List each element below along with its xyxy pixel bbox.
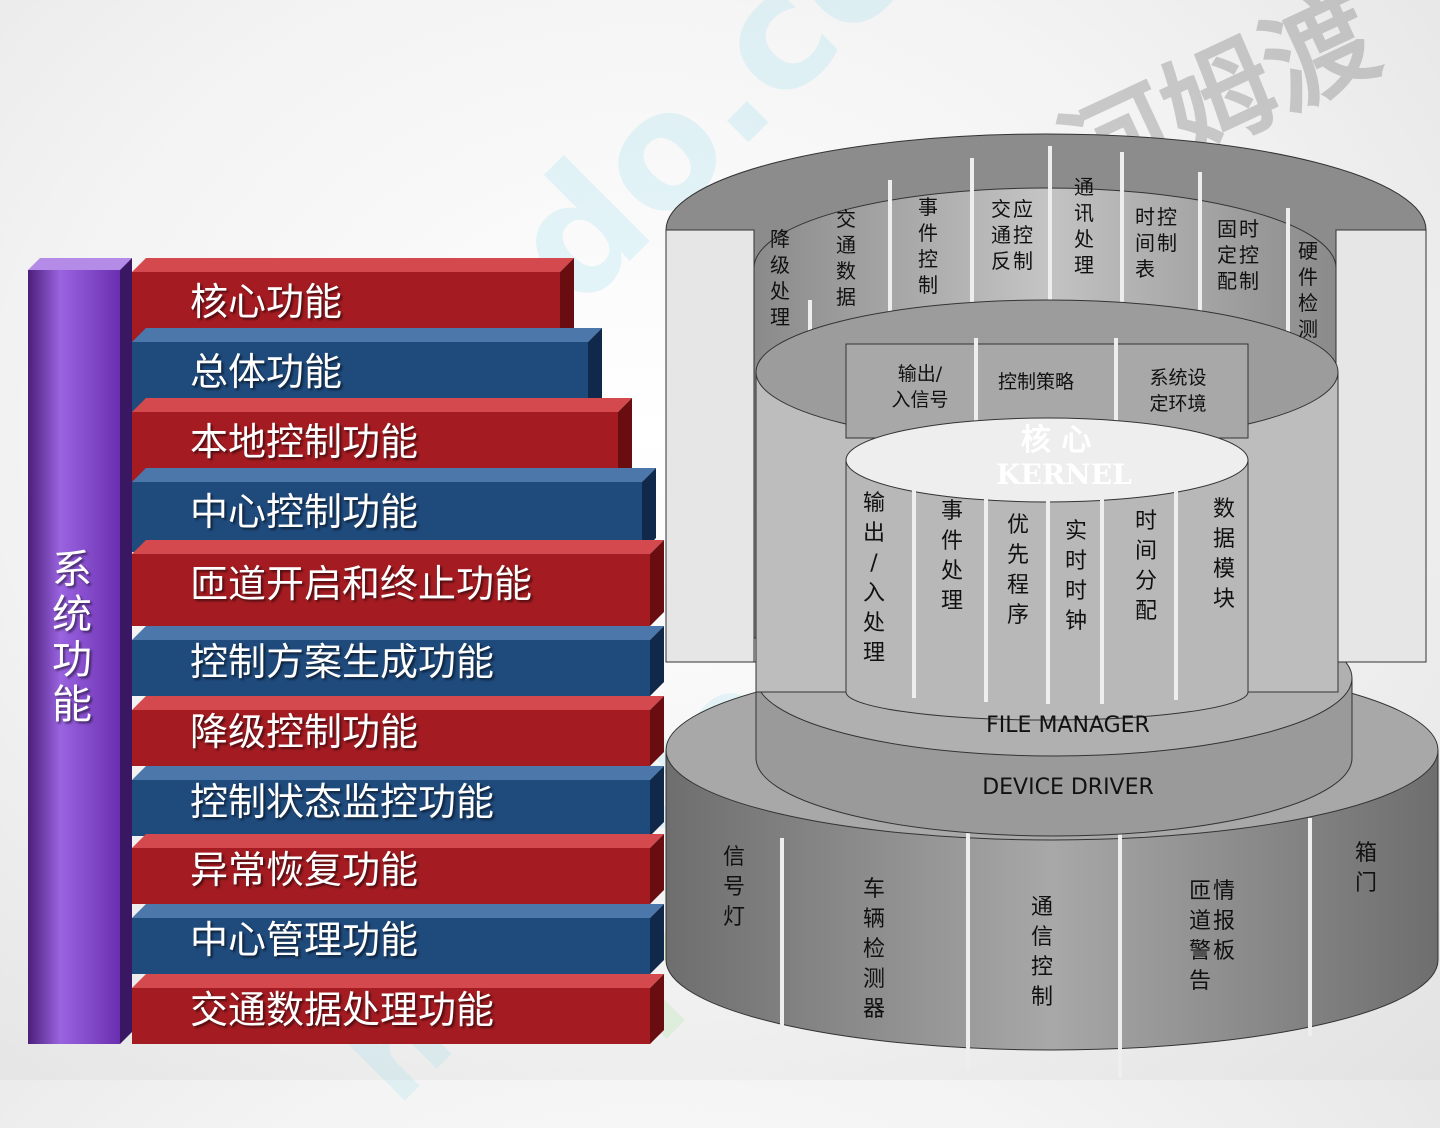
function-step-label: 中心控制功能 bbox=[190, 490, 419, 534]
function-step-label: 控制方案生成功能 bbox=[190, 640, 495, 684]
base-module-label: 车辆检测器 bbox=[863, 877, 885, 1022]
pillar-label: 系统功能 bbox=[44, 548, 100, 728]
kernel-module-label: 输出/入处理 bbox=[863, 491, 885, 666]
middle-module-label: 控制策略 bbox=[998, 371, 1074, 393]
outer-module-label: 硬件检测 bbox=[1298, 239, 1318, 341]
outer-module-label: 时间表控制 bbox=[1135, 205, 1177, 281]
step-shape bbox=[132, 904, 664, 974]
step-shape bbox=[132, 834, 664, 904]
outer-module-label: 交通数据 bbox=[836, 207, 856, 309]
outer-module-label: 事件控制 bbox=[918, 195, 938, 297]
kernel-module-label: 时间分配 bbox=[1135, 509, 1157, 624]
function-step: 交通数据处理功能 bbox=[132, 974, 664, 1044]
kernel-cn-label: 核 心 bbox=[1021, 423, 1091, 458]
middle-module-label: 系统设定环境 bbox=[1149, 367, 1206, 415]
step-shape bbox=[132, 626, 664, 696]
function-step-label: 控制状态监控功能 bbox=[190, 780, 495, 824]
outer-module-label: 降级处理 bbox=[770, 227, 790, 329]
system-function-pillar bbox=[28, 258, 132, 1044]
device-driver-label: DEVICE DRIVER bbox=[982, 775, 1154, 800]
kernel-module-label: 优先程序 bbox=[1007, 513, 1029, 628]
step-shape bbox=[132, 766, 664, 836]
base-module-label: 箱门 bbox=[1355, 841, 1377, 896]
function-step: 中心管理功能 bbox=[132, 904, 664, 974]
kernel-layer bbox=[845, 417, 1249, 721]
step-shape bbox=[132, 696, 664, 766]
function-step: 匝道开启和终止功能 bbox=[132, 540, 664, 626]
pillar-label-char: 能 bbox=[52, 682, 92, 728]
function-step-label: 本地控制功能 bbox=[190, 420, 419, 464]
kernel-en-label: KERNEL bbox=[996, 458, 1132, 491]
outer-module-label: 通讯处理 bbox=[1074, 175, 1094, 277]
base-module-label: 信号灯 bbox=[723, 845, 745, 930]
function-step-label: 降级控制功能 bbox=[190, 710, 419, 754]
function-step-label: 异常恢复功能 bbox=[190, 848, 419, 892]
pillar-label-char: 统 bbox=[52, 592, 92, 638]
function-step-label: 匝道开启和终止功能 bbox=[190, 562, 533, 606]
step-shape bbox=[132, 974, 664, 1044]
base-module-label: 通信控制 bbox=[1031, 895, 1053, 1010]
function-step-label: 中心管理功能 bbox=[190, 918, 419, 962]
kernel-module-label: 事件处理 bbox=[941, 499, 963, 614]
function-step-label: 交通数据处理功能 bbox=[190, 988, 495, 1032]
function-step-label: 核心功能 bbox=[190, 280, 343, 324]
middle-module-label: 输出/入信号 bbox=[891, 363, 948, 411]
pillar-label-char: 功 bbox=[52, 637, 92, 683]
function-step: 降级控制功能 bbox=[132, 696, 664, 766]
outer-module-label: 固定配时控制 bbox=[1217, 217, 1259, 293]
step-shape bbox=[132, 540, 664, 626]
function-step-label: 总体功能 bbox=[190, 350, 343, 394]
file-manager-label: FILE MANAGER bbox=[986, 713, 1150, 738]
system-architecture-cylinder: 核 心 KERNEL FILE MANAGER DEVICE DRIVER 降级… bbox=[665, 133, 1439, 1078]
kernel-module-label: 数据模块 bbox=[1213, 497, 1235, 612]
pillar-label-char: 系 bbox=[52, 547, 92, 593]
kernel-module-label: 实时时钟 bbox=[1065, 519, 1087, 634]
outer-module-label: 交通反应控制 bbox=[991, 197, 1033, 273]
base-module-label: 匝道警告情报板 bbox=[1189, 879, 1235, 994]
function-step: 异常恢复功能 bbox=[132, 834, 664, 904]
function-step: 控制方案生成功能 bbox=[132, 626, 664, 696]
function-step: 控制状态监控功能 bbox=[132, 766, 664, 836]
